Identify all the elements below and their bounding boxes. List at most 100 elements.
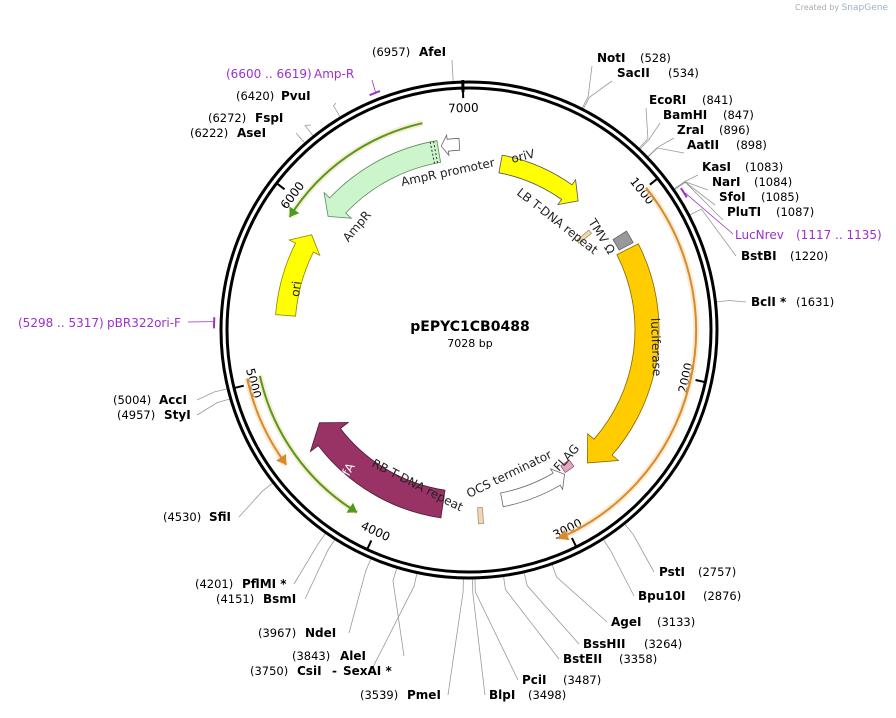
site-pos: (1085)	[761, 190, 799, 204]
site-pos: (841)	[702, 93, 733, 107]
site-pos: (3487)	[563, 673, 601, 687]
site-leader-line	[197, 389, 227, 400]
site-name[interactable]: NotI	[597, 51, 626, 65]
site-name[interactable]: PstI	[659, 565, 685, 579]
site-name[interactable]: BstBI	[741, 249, 777, 263]
site-name[interactable]: BsmI	[263, 592, 296, 606]
site-pos: (3133)	[657, 615, 695, 629]
site-pos: (4201)	[195, 577, 233, 591]
site-name[interactable]: PmeI	[407, 688, 441, 702]
site-leader-line	[305, 540, 335, 599]
site-name[interactable]: NdeI	[305, 626, 336, 640]
site-leader-line	[648, 148, 684, 157]
site-name[interactable]: FspI	[255, 111, 283, 125]
site-name[interactable]: ZraI	[677, 123, 704, 137]
site-leader-line	[640, 123, 660, 149]
site-pos: (4530)	[163, 510, 201, 524]
primer-arc[interactable]	[370, 91, 380, 95]
site-leader-line	[393, 568, 404, 656]
site-pos: (2757)	[698, 565, 736, 579]
site-pos: (1083)	[745, 160, 783, 174]
site-pos: (534)	[668, 66, 699, 80]
site-leader-line	[625, 524, 654, 572]
site-name[interactable]: PvuI	[281, 89, 311, 103]
site-name[interactable]: SfiI	[209, 510, 231, 524]
site-leader-line	[305, 125, 313, 136]
site-name[interactable]: PluTI	[727, 205, 761, 219]
site-pos: (3264)	[644, 637, 682, 651]
site-name[interactable]: SacII	[617, 66, 650, 80]
site-pos: (896)	[719, 123, 750, 137]
primer-name[interactable]: pBR322ori-F	[107, 316, 181, 330]
site-pos: (3498)	[528, 688, 566, 702]
site-pos: (1087)	[776, 205, 814, 219]
ruler-tick	[276, 183, 285, 190]
site-name[interactable]: NarI	[712, 175, 741, 189]
site-name[interactable]: SexAI *	[343, 664, 392, 678]
site-separator: -	[332, 664, 337, 678]
ruler-tick-label: 1000	[627, 175, 657, 208]
site-name[interactable]: CsiI	[297, 664, 322, 678]
feature-arrow[interactable]	[441, 135, 460, 155]
site-leader-line	[197, 399, 230, 415]
feature-label[interactable]: ori	[288, 280, 304, 297]
site-pos: (6957)	[372, 45, 410, 59]
feature-label[interactable]: luciferase	[648, 318, 664, 377]
site-pos: (528)	[640, 51, 671, 65]
site-name[interactable]: AleI	[340, 649, 366, 663]
primer-range: (6600 .. 6619)	[226, 67, 312, 81]
site-name[interactable]: PciI	[522, 673, 547, 687]
site-name[interactable]: Bpu10I	[638, 589, 685, 603]
site-name[interactable]: AccI	[159, 393, 187, 407]
site-leader-line	[349, 559, 371, 633]
site-name[interactable]: AgeI	[611, 615, 641, 629]
site-name[interactable]: AatII	[687, 138, 719, 152]
site-leader-line	[716, 301, 746, 303]
site-pos: (3750)	[250, 664, 288, 678]
site-leader-line	[296, 133, 305, 143]
site-name[interactable]: BclI *	[751, 295, 787, 309]
site-pos: (3967)	[258, 626, 296, 640]
primer-arc[interactable]	[681, 188, 687, 197]
site-name[interactable]: BlpI	[489, 688, 515, 702]
site-name[interactable]: PflMI *	[242, 577, 287, 591]
site-pos: (847)	[723, 108, 754, 122]
credit-prefix: Created by	[795, 3, 839, 12]
primer-leader-line	[372, 80, 375, 92]
site-name[interactable]: KasI	[702, 160, 731, 174]
primer-name[interactable]: LucNrev	[735, 228, 784, 242]
site-name[interactable]: BstEII	[563, 652, 602, 666]
site-pos: (1220)	[790, 249, 828, 263]
site-leader-line	[552, 565, 607, 622]
site-pos: (3843)	[292, 649, 330, 663]
site-name[interactable]: BamHI	[663, 108, 707, 122]
primer-name[interactable]: Amp-R	[314, 67, 354, 81]
plasmid-size: 7028 bp	[447, 337, 492, 350]
site-pos: (6420)	[236, 89, 274, 103]
ruler-tick	[650, 178, 659, 185]
ruler-tick-label: 4000	[359, 519, 393, 545]
site-pos: (6272)	[208, 111, 246, 125]
site-pos: (1631)	[796, 295, 834, 309]
ruler-tick-label: 7000	[448, 101, 479, 116]
plasmid-name: pEPYC1CB0488	[410, 319, 529, 335]
feature-arrow[interactable]	[587, 244, 659, 463]
site-name[interactable]: EcoRI	[649, 93, 686, 107]
site-pos: (3539)	[360, 688, 398, 702]
site-name[interactable]: BssHII	[583, 637, 625, 651]
site-leader-line	[239, 483, 273, 517]
site-name[interactable]: AfeI	[419, 45, 446, 59]
site-name[interactable]: AseI	[237, 126, 266, 140]
site-pos: (5004)	[113, 393, 151, 407]
site-leader-line	[504, 577, 559, 659]
feature-label[interactable]: oriV	[510, 146, 537, 166]
site-name[interactable]: StyI	[164, 408, 191, 422]
site-pos: (2876)	[703, 589, 741, 603]
site-name[interactable]: SfoI	[719, 190, 746, 204]
feature-arrow[interactable]	[478, 508, 484, 524]
feature-arrow[interactable]	[276, 235, 320, 317]
site-leader-line	[473, 579, 485, 695]
site-leader-line	[524, 573, 579, 644]
